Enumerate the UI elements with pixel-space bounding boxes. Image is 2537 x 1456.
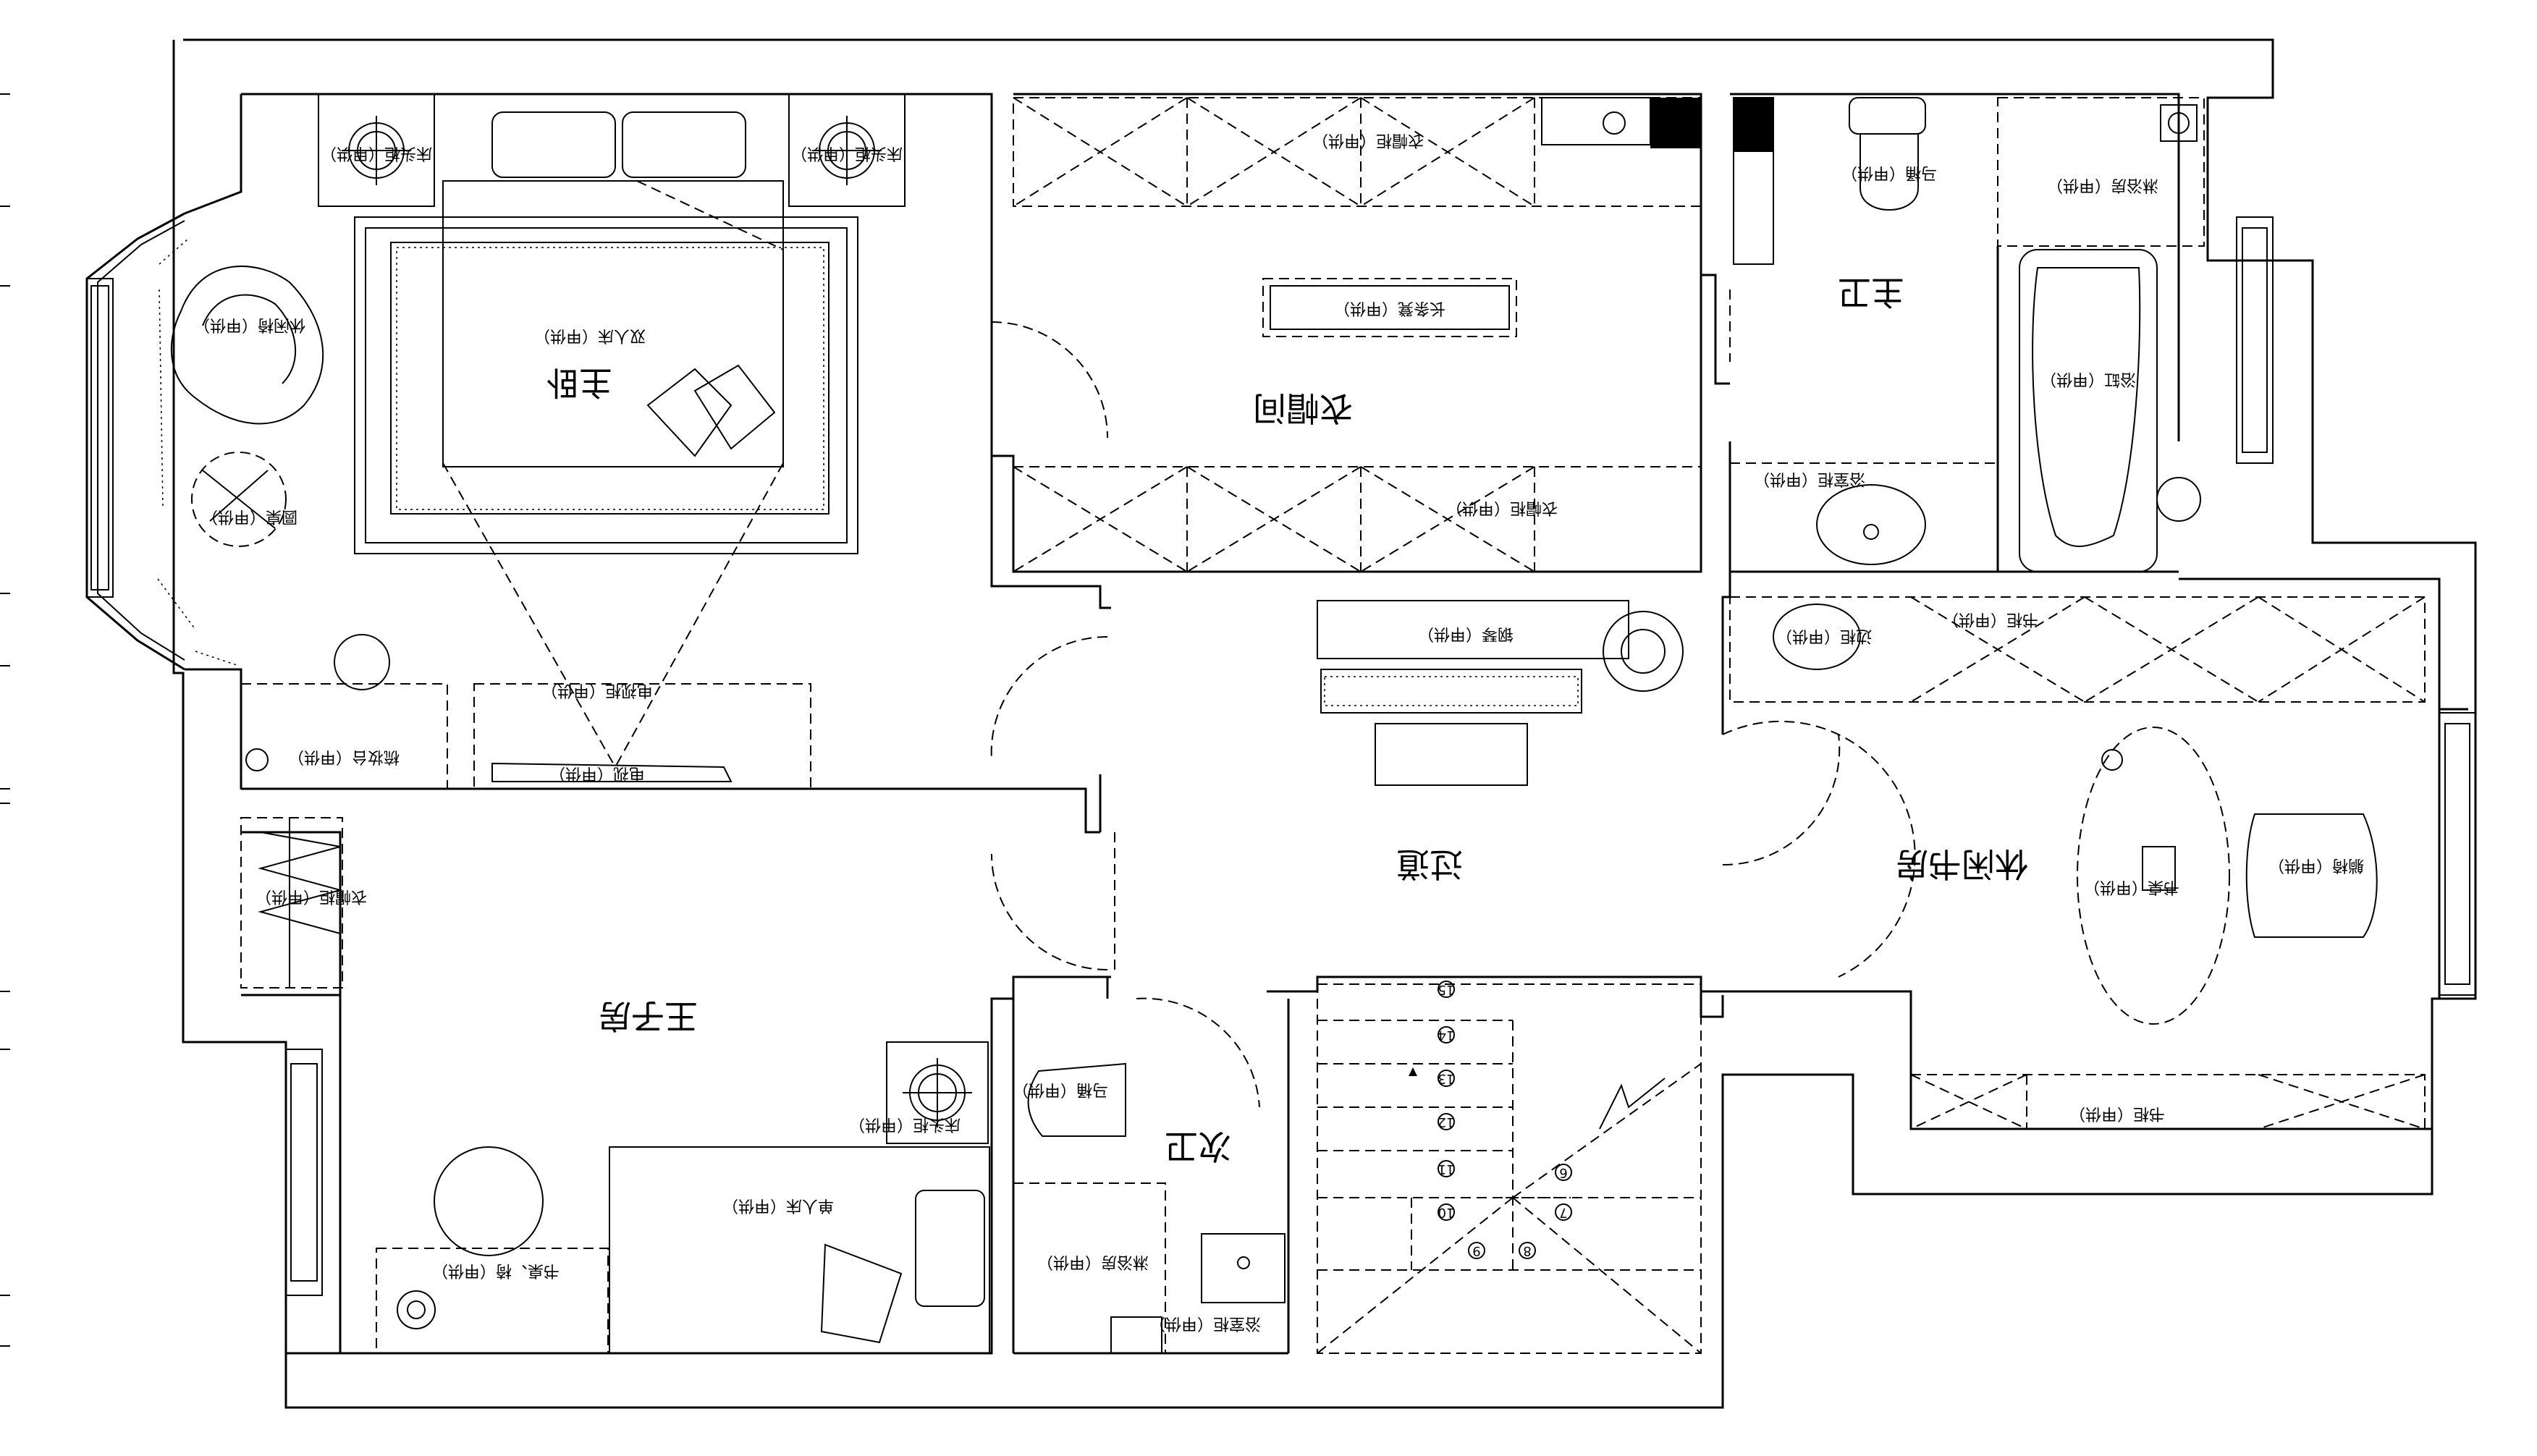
- stair-step-14: 14: [1438, 1026, 1455, 1044]
- svg-text:14: 14: [1438, 1028, 1455, 1043]
- room-label-prince-room: 王子房: [598, 996, 698, 1036]
- outer-walls: [172, 38, 2477, 1409]
- svg-text:13: 13: [1438, 1071, 1455, 1086]
- label-wardrobe-top: 衣帽柜（甲供）: [1312, 131, 1424, 149]
- stair-step-7: 7: [1555, 1203, 1572, 1221]
- label-single-bed: 单人床（甲供）: [722, 1196, 834, 1214]
- margin-ticks: [0, 93, 10, 1347]
- label-dresser: 梳妆台（甲供）: [288, 748, 400, 766]
- label-wardrobe-prince: 衣帽柜（甲供）: [256, 887, 367, 905]
- label-tv-cabinet: 电视柜（甲供）: [541, 681, 653, 699]
- label-nightstand-left: 床头柜（甲供）: [321, 144, 432, 162]
- label-wardrobe-bottom: 衣帽柜（甲供）: [1446, 499, 1558, 517]
- label-round-table: 圆桌（甲供）: [202, 507, 297, 525]
- room-label-study: 休闲书房: [1895, 845, 2028, 884]
- label-tv-set: 电视（甲供）: [549, 764, 645, 782]
- label-toilet-master: 马桶（甲供）: [1841, 164, 1937, 182]
- label-vanity-guest: 浴室柜（甲供）: [1149, 1314, 1261, 1332]
- label-shower-master: 淋浴房（甲供）: [2047, 176, 2158, 194]
- master-bedroom-furniture: [157, 93, 906, 790]
- stair-step-15: 15: [1438, 981, 1455, 998]
- label-bookshelf-bottom: 书柜（甲供）: [2069, 1104, 2165, 1122]
- stair-step-11: 11: [1438, 1160, 1455, 1177]
- stair-step-12: 12: [1438, 1113, 1455, 1130]
- room-label-master-bath: 主卫: [1838, 273, 1904, 312]
- stair-step-8: 8: [1519, 1242, 1536, 1259]
- room-labels: 主卧 衣帽间 主卫 过道 休闲书房 王子房 次卫: [546, 273, 2028, 1166]
- stair-step-9: 9: [1468, 1242, 1485, 1259]
- label-side-table: 边柜（甲供）: [1776, 627, 1872, 645]
- study-furniture: [1729, 596, 2426, 1130]
- room-label-master-bedroom: 主卧: [546, 363, 612, 402]
- label-recliner: 躺椅（甲供）: [2268, 856, 2364, 874]
- svg-text:9: 9: [1472, 1243, 1480, 1258]
- bay-window-master: [85, 212, 185, 671]
- stair-numbers: 15 14 13 12 11 10 9 8: [1438, 981, 1572, 1259]
- guest-bath-furniture: [1013, 1062, 1286, 1354]
- label-toilet-guest: 马桶（甲供）: [1013, 1080, 1108, 1099]
- svg-text:7: 7: [1559, 1205, 1567, 1220]
- staircase: [1317, 983, 1702, 1354]
- room-label-guest-bath: 次卫: [1165, 1127, 1231, 1166]
- label-desk-chair-prince: 书桌、椅（甲供）: [432, 1261, 560, 1279]
- room-label-hallway: 过道: [1396, 845, 1463, 884]
- label-vanity-master: 浴室柜（甲供）: [1754, 470, 1865, 488]
- label-nightstand-right: 床头柜（甲供）: [791, 144, 903, 162]
- svg-text:6: 6: [1559, 1165, 1567, 1180]
- cloakroom-furniture: [1013, 97, 1702, 572]
- master-bath-furniture: [1729, 97, 2205, 572]
- label-nightstand-prince: 床头柜（甲供）: [849, 1115, 961, 1133]
- label-shower-guest: 淋浴房（甲供）: [1037, 1253, 1149, 1271]
- svg-text:8: 8: [1523, 1243, 1531, 1258]
- prince-room-furniture: [240, 817, 990, 1354]
- label-piano: 钢琴（甲供）: [1418, 625, 1514, 643]
- hallway-furniture: [1317, 600, 1684, 786]
- window-study: [2439, 712, 2476, 996]
- doors: [990, 289, 1916, 1108]
- stair-step-10: 10: [1438, 1203, 1455, 1221]
- svg-text:15: 15: [1438, 982, 1455, 997]
- label-double-bed: 双人床（甲供）: [534, 326, 646, 344]
- stair-step-13: 13: [1438, 1070, 1455, 1087]
- label-lounge-chair: 休闲椅（甲供）: [194, 316, 305, 334]
- label-bookshelf-top: 书柜（甲供）: [1943, 610, 2038, 628]
- furniture-labels: 床头柜（甲供） 床头柜（甲供） 双人床（甲供） 休闲椅（甲供） 圆桌（甲供） 梳…: [194, 131, 2364, 1332]
- label-desk: 书桌（甲供）: [2084, 878, 2179, 896]
- room-label-cloakroom: 衣帽间: [1253, 389, 1353, 428]
- window-master-bath: [2236, 216, 2274, 464]
- label-long-bench: 长条凳（甲供）: [1334, 299, 1445, 317]
- svg-text:12: 12: [1438, 1114, 1455, 1130]
- window-prince-room: [285, 1049, 323, 1296]
- stair-step-6: 6: [1555, 1164, 1572, 1181]
- svg-text:10: 10: [1438, 1205, 1455, 1220]
- svg-text:11: 11: [1438, 1161, 1455, 1177]
- label-bathtub: 浴缸（甲供）: [2040, 370, 2136, 388]
